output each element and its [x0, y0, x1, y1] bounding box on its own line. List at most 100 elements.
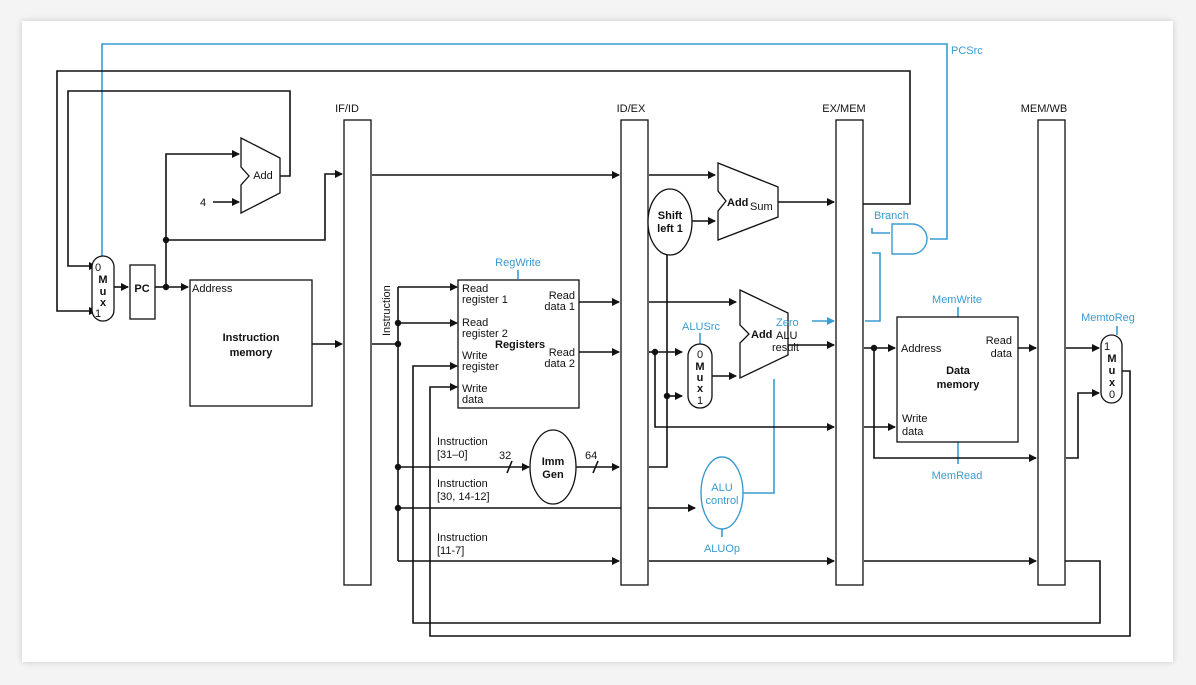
- memread-label: MemRead: [932, 470, 983, 482]
- junction-dots: [162, 236, 878, 512]
- shift-left-1: [647, 188, 693, 256]
- pc-mux-x: x: [100, 297, 107, 309]
- junction-dot: [162, 236, 170, 244]
- dmem-writedata-label-b: data: [902, 426, 924, 438]
- shift-label-2: left 1: [657, 223, 683, 235]
- alu-add-label: Add: [751, 329, 772, 341]
- branch-wire: [871, 228, 890, 234]
- immgen-label-1: Imm: [542, 456, 565, 468]
- regwrite-label: RegWrite: [495, 257, 541, 269]
- field2-label-b: [30, 14-12]: [437, 491, 490, 503]
- pc-mux-in1: 1: [95, 308, 101, 320]
- id-ex-register: [620, 119, 649, 586]
- alu-result-label-2: result: [772, 342, 799, 354]
- immgen-label-2: Gen: [542, 469, 564, 481]
- pc-mux-in0: 0: [95, 262, 101, 274]
- memwrite-label: MemWrite: [932, 294, 982, 306]
- data-memory: [896, 316, 1019, 443]
- branch-adder-label: Add: [727, 197, 748, 209]
- wd-label-b: data: [462, 394, 484, 406]
- alu-mux-m: M: [695, 361, 704, 373]
- data-wires: [56, 70, 1131, 637]
- width-64-label: 64: [585, 450, 597, 462]
- zero-wire: [865, 252, 881, 322]
- pc-register: [129, 264, 156, 320]
- alu-mux-x: x: [697, 383, 704, 395]
- diagram-card: IF/ID ID/EX EX/MEM MEM/WB PCSrc Branch R…: [22, 21, 1173, 662]
- rr2-label-b: register 2: [462, 328, 508, 340]
- wr-label-b: register: [462, 361, 499, 373]
- pc-to-ifid-wire: [166, 170, 343, 241]
- bus64-slash: [592, 460, 599, 474]
- alu-result-label-1: ALU: [776, 330, 797, 342]
- pc-mux: [91, 255, 115, 322]
- address-bypass-wire: [873, 348, 1037, 462]
- rd2-label-b: data 2: [544, 358, 575, 370]
- wb-mux-m: M: [1107, 353, 1116, 365]
- field2-label-a: Instruction: [437, 478, 488, 490]
- id-ex-label: ID/EX: [617, 103, 646, 115]
- if-id-register: [343, 119, 372, 586]
- wb-mux-u: u: [1109, 365, 1116, 377]
- rr1-label-b: register 1: [462, 294, 508, 306]
- alu-control-out-wire: [742, 379, 775, 494]
- pc-to-adder-wire: [165, 150, 240, 287]
- alu-src-mux: [687, 343, 713, 409]
- alu-mux-in0: 0: [697, 349, 703, 361]
- junction-dot: [394, 504, 402, 512]
- wb-mux-x: x: [1109, 377, 1116, 389]
- imem-label-1: Instruction: [223, 332, 280, 344]
- pc-mux-u: u: [100, 286, 107, 298]
- alu-control: [700, 456, 744, 530]
- pc-label: PC: [134, 283, 149, 295]
- pc-mux-m: M: [98, 274, 107, 286]
- pipelined-datapath-diagram: IF/ID ID/EX EX/MEM MEM/WB PCSrc Branch R…: [56, 43, 1135, 637]
- dmem-address-label: Address: [901, 343, 942, 355]
- write-reg-feedback-wire: [412, 362, 1101, 624]
- rd2-label-a: Read: [549, 347, 575, 359]
- pcsrc-label: PCSrc: [951, 45, 983, 57]
- control-wires: [101, 43, 1118, 537]
- junction-dot: [394, 340, 402, 348]
- if-id-label: IF/ID: [335, 103, 359, 115]
- field1-label-b: [31–0]: [437, 449, 468, 461]
- pc-plus4-loop-wire: [67, 90, 291, 270]
- pc-adder-label: Add: [253, 170, 273, 182]
- width-32-label: 32: [499, 450, 511, 462]
- wb-mux-in1: 1: [1104, 341, 1110, 353]
- shift-label-1: Shift: [658, 210, 683, 222]
- const-4-label: 4: [200, 197, 206, 209]
- aluop-label: ALUOp: [704, 543, 740, 555]
- register-file: [457, 279, 580, 409]
- imm-gen: [529, 429, 577, 505]
- branch-label: Branch: [874, 210, 909, 222]
- alu-control-label-1: ALU: [711, 482, 732, 494]
- wd-label-a: Write: [462, 383, 487, 395]
- field3-label-b: [11-7]: [437, 545, 464, 557]
- rr2-label-a: Read: [462, 317, 488, 329]
- dmem-writedata-label-a: Write: [902, 413, 927, 425]
- write-data-feedback-wire: [429, 370, 1131, 637]
- branch-adder: [717, 162, 779, 241]
- pcsrc-wire: [101, 43, 948, 266]
- branch-adder-sum-label: Sum: [750, 201, 773, 213]
- registers-label: Registers: [495, 339, 545, 351]
- junction-dot: [870, 344, 878, 352]
- field1-label-a: Instruction: [437, 436, 488, 448]
- dmem-readdata-label-b: data: [991, 348, 1013, 360]
- bus32-slash: [506, 460, 513, 474]
- dmem-readdata-label-a: Read: [986, 335, 1012, 347]
- instruction-bus-label: Instruction: [381, 285, 393, 336]
- alusrc-label: ALUSrc: [682, 321, 720, 333]
- branch-and-gate: [891, 223, 928, 255]
- field3-label-a: Instruction: [437, 532, 488, 544]
- junction-dot: [162, 283, 170, 291]
- dmem-label-1: Data: [946, 365, 971, 377]
- rd1-label-a: Read: [549, 290, 575, 302]
- junction-dot: [394, 319, 402, 327]
- junction-dot: [651, 348, 659, 356]
- memtoreg-label: MemtoReg: [1081, 312, 1135, 324]
- ex-mem-label: EX/MEM: [822, 103, 865, 115]
- memwb-to-wbmux0-wire: [1066, 389, 1100, 459]
- alu-control-label-2: control: [705, 495, 738, 507]
